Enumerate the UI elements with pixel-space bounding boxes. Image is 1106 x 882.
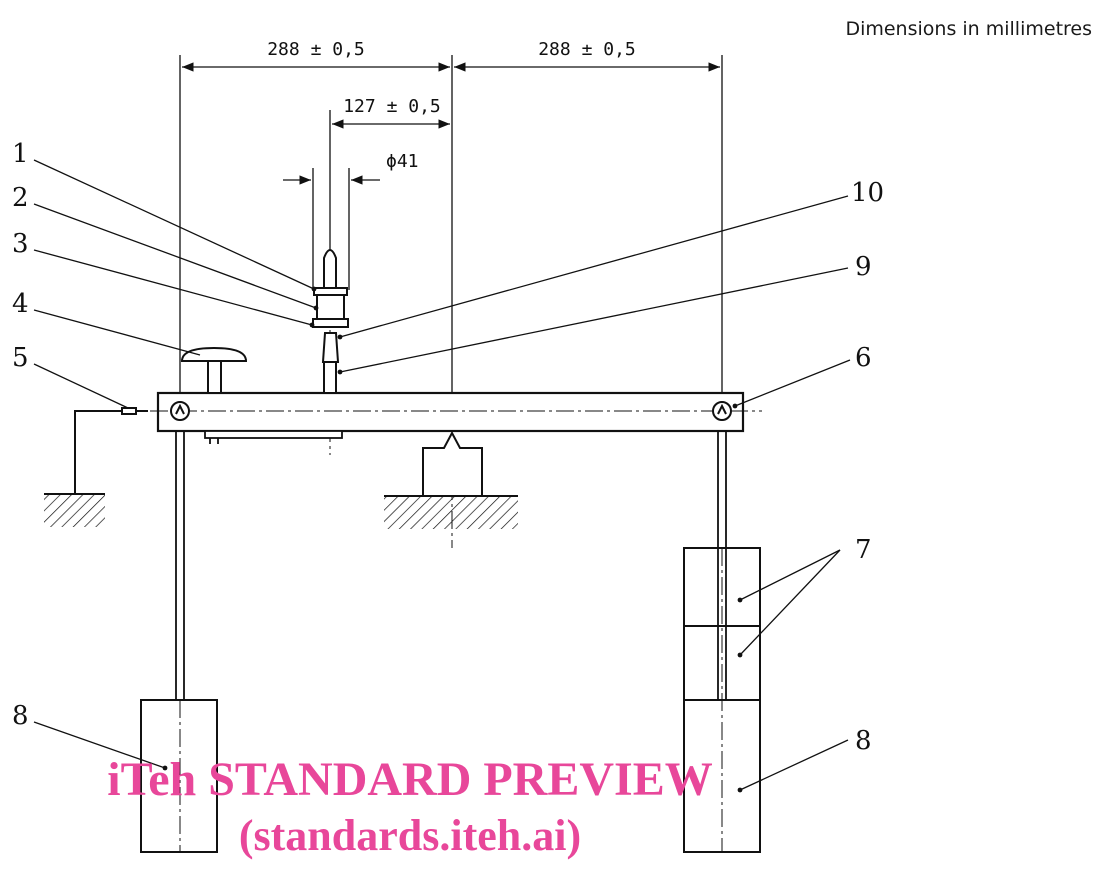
key-4: 4 [12,289,29,319]
key-9: 9 [855,252,872,282]
key-6: 6 [855,343,872,373]
key-1: 1 [12,139,29,169]
lever-beam [156,391,745,433]
key-2: 2 [12,183,29,213]
key-8-right: 8 [855,726,872,756]
leader-lines [33,159,851,791]
fulcrum-support [384,430,518,529]
key-3: 3 [12,229,29,259]
key-8-left: 8 [12,701,29,731]
hanger-rods [175,431,727,700]
left-weight [140,699,218,853]
dim-right-span: 288 ± 0,5 [538,39,636,60]
key-7: 7 [855,535,872,565]
dim-offset: 127 ± 0,5 [343,96,441,117]
extension-lines [179,55,723,420]
lower-rail [204,430,343,439]
leader-dots [162,286,743,793]
watermark-subtitle: (standards.iteh.ai) [238,811,582,860]
dimension-lines [182,62,720,185]
watermark-title: iTeh STANDARD PREVIEW [107,753,713,806]
dim-diameter: ϕ41 [386,151,419,172]
adjusting-knob [180,346,248,394]
key-5: 5 [12,343,29,373]
units-note: Dimensions in millimetres [845,18,1092,40]
dim-left-span: 288 ± 0,5 [267,39,365,60]
key-10: 10 [851,178,884,208]
pivot-left [170,401,190,421]
left-ground [44,407,148,527]
pivot-right [712,401,732,421]
